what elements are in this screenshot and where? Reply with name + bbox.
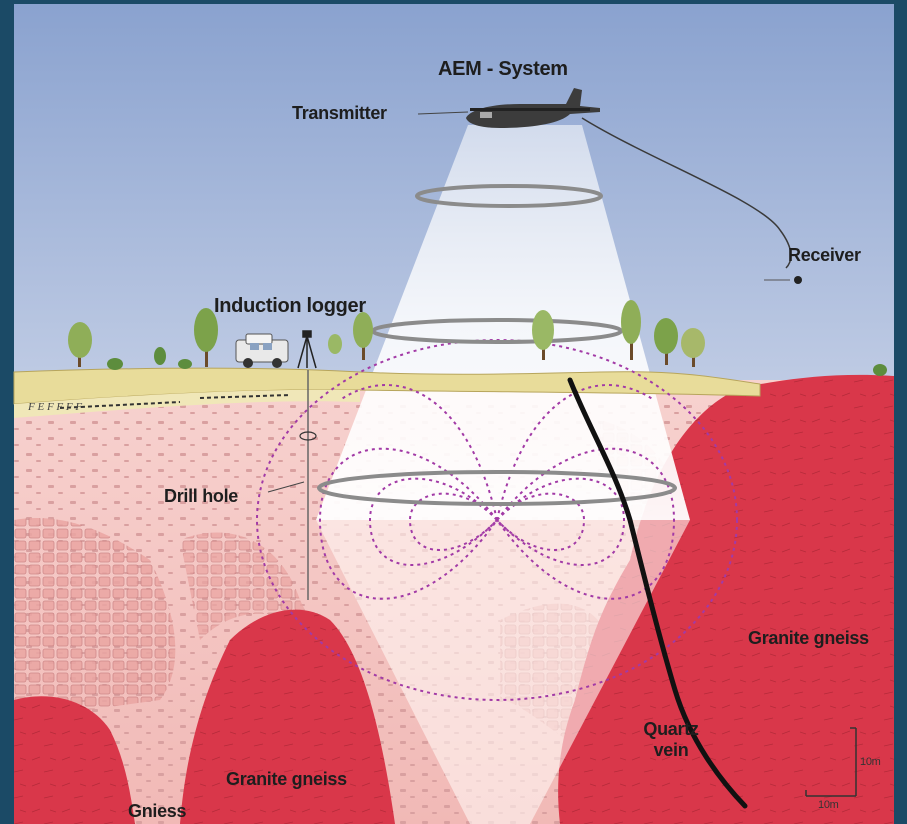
granite-gneiss-right-label: Granite gneiss (748, 628, 869, 649)
drill-hole-label: Drill hole (164, 486, 238, 507)
soil-glyphs: F E F F F F (27, 401, 82, 413)
scale-horizontal-label: 10m (818, 799, 839, 811)
quartz-vein-label: Quartz vein (630, 719, 712, 761)
aem-system-label: AEM - System (438, 58, 568, 81)
induction-logger-label: Induction logger (214, 295, 366, 318)
granite-gneiss-bottom-label: Granite gneiss (226, 769, 347, 790)
scale-vertical-label: 10m (860, 756, 881, 768)
transmitter-label: Transmitter (292, 103, 387, 124)
quartz-vein-label-line2: vein (630, 740, 712, 761)
quartz-vein-label-line1: Quartz (630, 719, 712, 740)
gneiss-label: Gniess (128, 801, 186, 822)
receiver-label: Receiver (788, 245, 861, 266)
